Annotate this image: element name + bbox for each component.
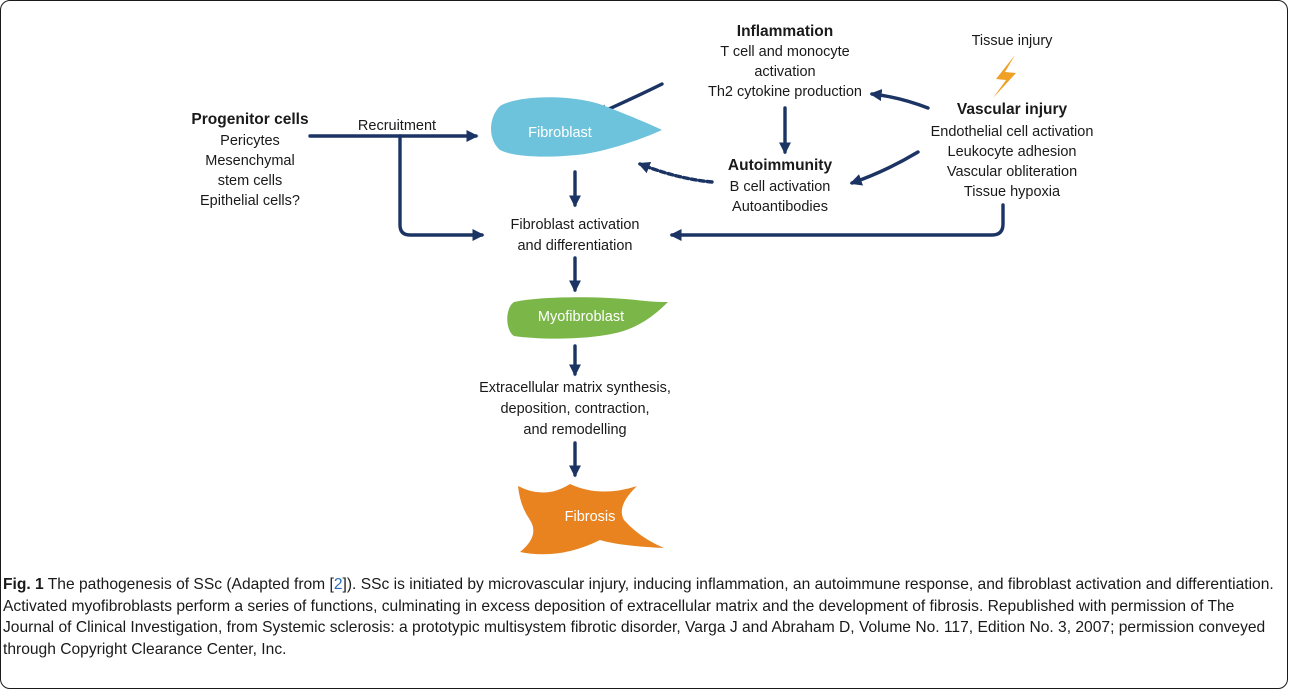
autoimmunity-line: B cell activation (730, 179, 831, 195)
figure-label: Fig. 1 (3, 576, 44, 593)
progenitor-title: Progenitor cells (191, 111, 308, 128)
reference-link[interactable]: 2 (333, 576, 343, 593)
tissue-injury-label: Tissue injury (972, 33, 1054, 49)
ecm-node: Extracellular matrix synthesis, depositi… (479, 380, 671, 438)
arrow-vascular-to-autoimmunity (849, 150, 920, 186)
activation-line: and differentiation (517, 238, 632, 254)
fibroblast-cell-shape (491, 97, 662, 157)
myofibroblast-cell-shape (507, 297, 668, 339)
vascular-injury-line: Endothelial cell activation (931, 124, 1094, 140)
ecm-line: Extracellular matrix synthesis, (479, 380, 671, 396)
caption-text-start: The pathogenesis of SSc (Adapted from [ (43, 576, 334, 593)
vascular-injury-title: Vascular injury (957, 101, 1068, 118)
vascular-injury-line: Vascular obliteration (947, 164, 1077, 180)
arrow-vascular-to-inflammation (869, 89, 930, 110)
inflammation-line: activation (754, 64, 815, 80)
recruitment-label: Recruitment (358, 118, 436, 134)
arrow-progenitor-to-activation (398, 134, 485, 241)
progenitor-line: stem cells (218, 173, 282, 189)
ecm-line: and remodelling (523, 422, 626, 438)
fibroblast-label: Fibroblast (528, 125, 592, 141)
autoimmunity-line: Autoantibodies (732, 199, 828, 215)
vascular-injury-node: Vascular injury Endothelial cell activat… (931, 101, 1094, 200)
activation-node: Fibroblast activation and differentiatio… (511, 217, 640, 254)
progenitor-line: Mesenchymal (205, 153, 294, 169)
arrow-vascular-to-activation (669, 203, 1005, 241)
vascular-injury-line: Leukocyte adhesion (948, 144, 1077, 160)
figure-caption: Fig. 1 The pathogenesis of SSc (Adapted … (3, 574, 1279, 660)
autoimmunity-title: Autoimmunity (728, 157, 833, 174)
progenitor-line: Pericytes (220, 133, 280, 149)
progenitor-node: Progenitor cells Pericytes Mesenchymal s… (191, 111, 308, 209)
myofibroblast-label: Myofibroblast (538, 309, 624, 325)
inflammation-node: Inflammation T cell and monocyte activat… (708, 23, 862, 100)
progenitor-line: Epithelial cells? (200, 193, 300, 209)
autoimmunity-node: Autoimmunity B cell activation Autoantib… (728, 157, 833, 215)
fibrosis-label: Fibrosis (565, 509, 616, 525)
caption-text-end: ]). SSc is initiated by microvascular in… (3, 576, 1274, 658)
inflammation-line: Th2 cytokine production (708, 84, 862, 100)
pathogenesis-diagram: Fibroblast Myofibroblast Fibrosis Inflam… (191, 23, 1094, 555)
fibrosis-cell-shape (518, 484, 664, 555)
activation-line: Fibroblast activation (511, 217, 640, 233)
arrow-autoimmunity-to-fibroblast (637, 161, 714, 184)
inflammation-title: Inflammation (737, 23, 833, 40)
ecm-line: deposition, contraction, (500, 401, 649, 417)
inflammation-line: T cell and monocyte (720, 44, 850, 60)
vascular-injury-line: Tissue hypoxia (964, 184, 1061, 200)
lightning-icon (993, 55, 1016, 98)
